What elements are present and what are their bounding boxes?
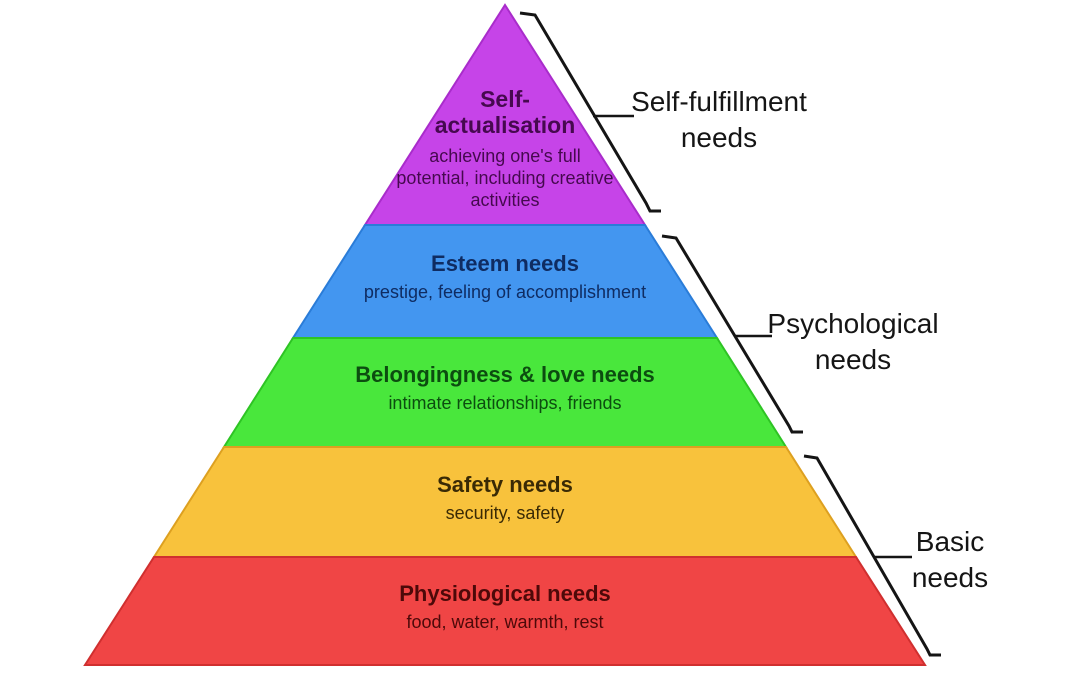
level-esteem-shape [291,224,719,339]
level-physiological-shape [83,556,927,666]
level-belongingness-love-shape [222,337,788,448]
bracket-psychological [661,234,803,434]
bracket-basic [803,454,941,657]
level-safety-shape [152,446,858,558]
bracket-self-fulfillment [519,11,661,213]
